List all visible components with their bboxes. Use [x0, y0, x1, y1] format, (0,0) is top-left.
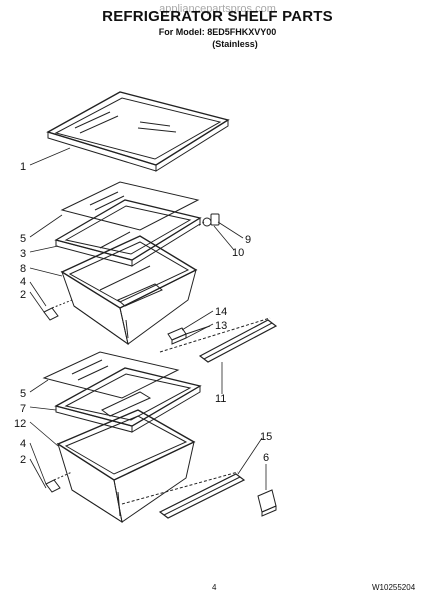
callout-9: 9 — [245, 234, 251, 246]
callout-15: 15 — [260, 431, 272, 443]
page-number: 4 — [212, 583, 217, 592]
trim-clip-lower — [257, 489, 277, 517]
crisper-drawer-upper — [60, 235, 198, 346]
callout-14: 14 — [215, 306, 227, 318]
glass-plate-upper — [60, 181, 200, 231]
trim-bar-upper — [159, 317, 278, 363]
watermark: appliancepartspros.com — [159, 3, 276, 15]
callout-1: 1 — [20, 161, 26, 173]
slide-screw-upper — [43, 299, 73, 321]
trim-bar-lower — [121, 471, 246, 519]
leader-lines — [29, 147, 267, 490]
callout-12: 12 — [14, 418, 26, 430]
callout-5-upper: 5 — [20, 233, 26, 245]
callout-13: 13 — [215, 320, 227, 332]
callout-11: 11 — [215, 393, 226, 405]
callout-2-lower: 2 — [20, 454, 26, 466]
glass-shelf-top — [46, 91, 230, 172]
document-code: W10255204 — [372, 583, 416, 592]
callout-5-lower: 5 — [20, 388, 26, 400]
callout-6: 6 — [263, 452, 269, 464]
glass-plate-lower — [42, 351, 180, 399]
callout-2-upper: 2 — [20, 289, 26, 301]
shelf-frame-upper — [54, 199, 202, 267]
model-line: For Model: 8ED5FHKXVY00 — [158, 27, 277, 37]
page-title: REFRIGERATOR SHELF PARTS — [102, 8, 333, 25]
slide-screw-lower — [45, 471, 73, 493]
callout-3: 3 — [20, 248, 26, 260]
callout-7: 7 — [20, 403, 26, 415]
callout-4-lower: 4 — [20, 438, 26, 450]
screw-and-washer — [197, 213, 220, 227]
shelf-frame-lower — [54, 367, 202, 433]
callout-labels: 1 5 3 8 4 2 9 10 14 13 11 5 7 12 4 2 15 … — [14, 161, 272, 466]
callout-8: 8 — [20, 263, 26, 275]
crisper-drawer-lower — [56, 409, 196, 524]
variant-label: (Stainless) — [212, 39, 258, 49]
callout-10: 10 — [232, 247, 244, 259]
callout-4-upper: 4 — [20, 276, 26, 288]
